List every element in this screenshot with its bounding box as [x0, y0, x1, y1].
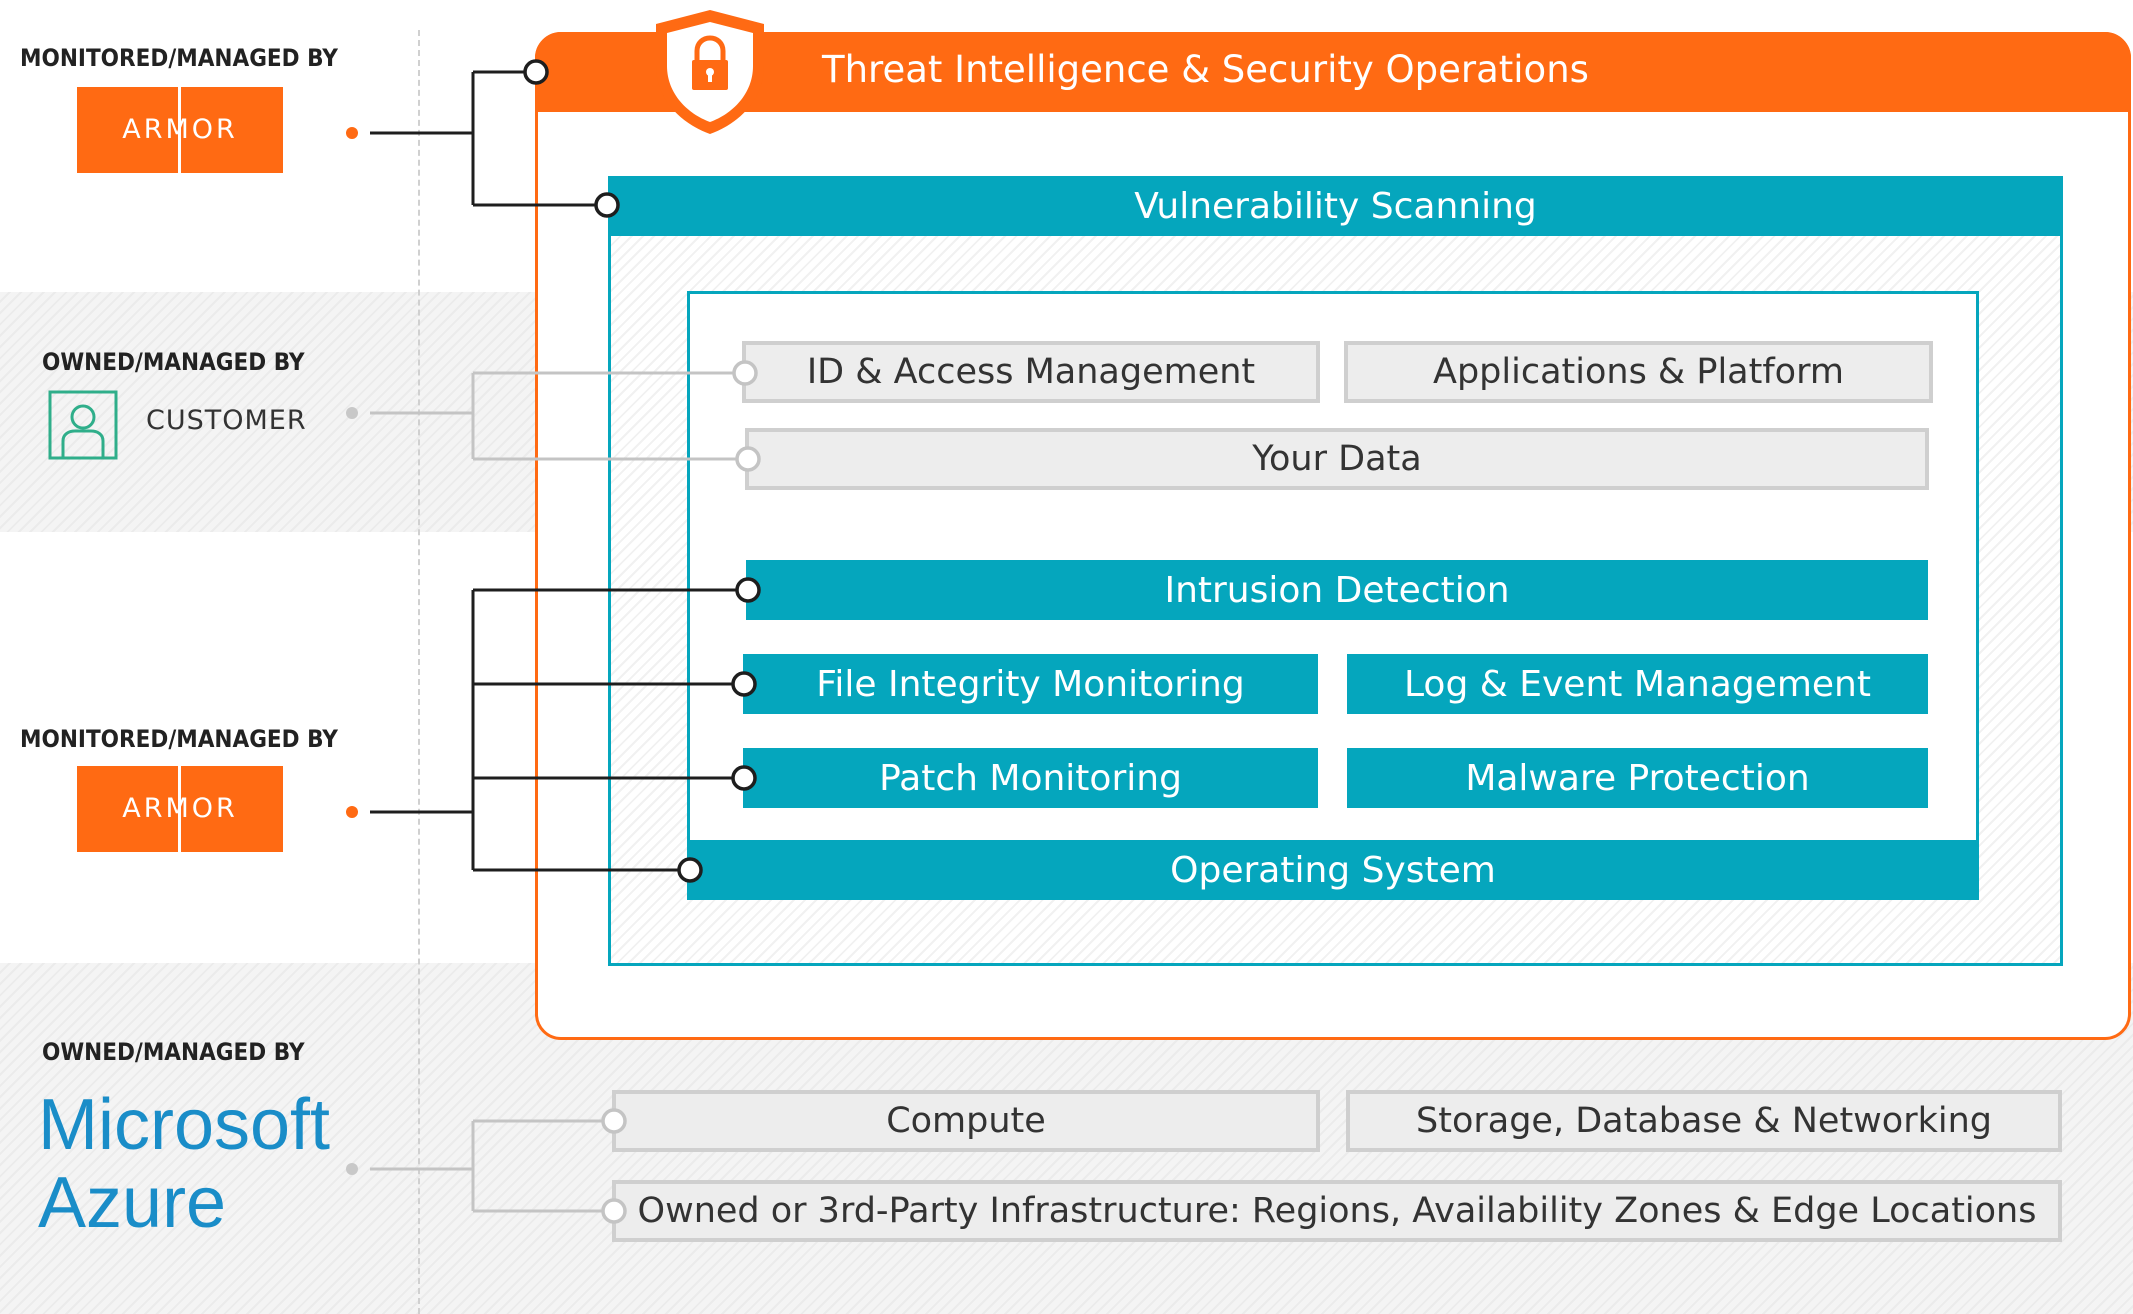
azure-logo-line2: Azure [38, 1163, 227, 1243]
infrastructure-box: Owned or 3rd-Party Infrastructure: Regio… [612, 1180, 2062, 1242]
shield-lock-icon [656, 10, 764, 134]
vuln-scanning-bar: Vulnerability Scanning [608, 176, 2063, 236]
storage-box: Storage, Database & Networking [1346, 1090, 2062, 1152]
threat-intel-header [535, 32, 2131, 112]
malware-protection-bar: Malware Protection [1347, 748, 1928, 808]
middle-armor-label: MONITORED/MANAGED BY [20, 725, 338, 753]
top-armor-label: MONITORED/MANAGED BY [20, 44, 338, 72]
threat-intel-title: Threat Intelligence & Security Operation… [822, 48, 1589, 91]
patch-monitoring-bar: Patch Monitoring [743, 748, 1318, 808]
middle-armor-logo-text: ARMOR [122, 793, 238, 824]
dashed-separator [418, 30, 420, 1314]
azure-logo-line1: Microsoft [38, 1085, 331, 1165]
top-armor-logo-text: ARMOR [122, 114, 238, 145]
customer-name: CUSTOMER [146, 405, 307, 436]
id-access-box: ID & Access Management [742, 341, 1320, 403]
log-event-bar: Log & Event Management [1347, 654, 1928, 714]
operating-system-bar: Operating System [687, 840, 1979, 900]
file-integrity-bar: File Integrity Monitoring [743, 654, 1318, 714]
customer-person-icon [48, 390, 118, 460]
customer-label: OWNED/MANAGED BY [42, 348, 305, 376]
applications-box: Applications & Platform [1344, 341, 1933, 403]
intrusion-detection-bar: Intrusion Detection [746, 560, 1928, 620]
middle-armor-logo: ARMOR [77, 766, 283, 852]
your-data-box: Your Data [745, 428, 1929, 490]
top-armor-logo: ARMOR [77, 87, 283, 173]
compute-box: Compute [612, 1090, 1320, 1152]
azure-label: OWNED/MANAGED BY [42, 1038, 305, 1066]
